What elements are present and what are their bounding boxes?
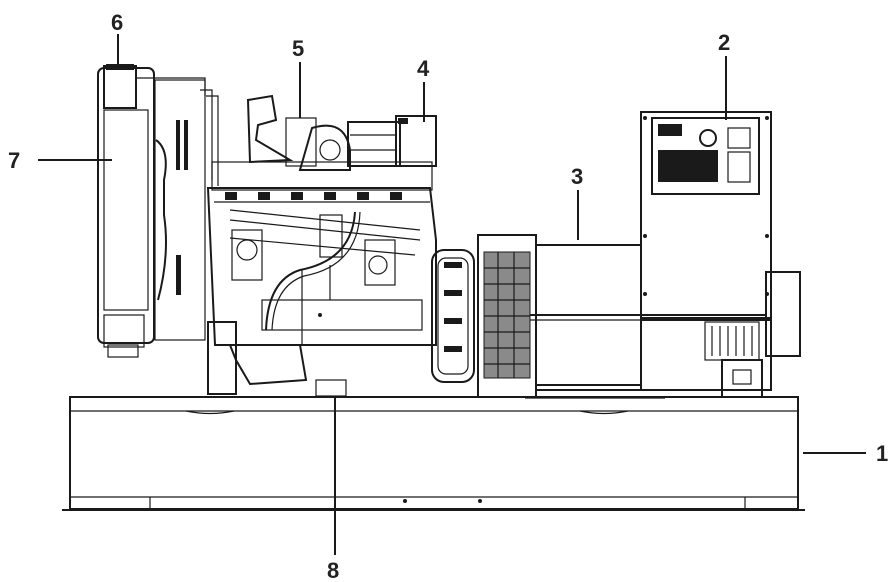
base-frame (62, 396, 805, 511)
engine (206, 94, 437, 397)
alternator (477, 234, 801, 399)
radiator (97, 67, 206, 358)
callout-6: 6 (111, 10, 123, 35)
control-panel (640, 111, 772, 319)
leader-lines (38, 34, 866, 555)
callout-7: 7 (8, 148, 20, 173)
callout-4: 4 (417, 56, 430, 81)
callout-8: 8 (327, 558, 339, 582)
callout-3: 3 (571, 164, 583, 189)
callouts: 1 2 3 4 5 6 7 8 (8, 10, 888, 582)
callout-1: 1 (876, 441, 888, 466)
callout-2: 2 (718, 30, 730, 55)
fan-unit (103, 64, 219, 186)
coupling-housing (431, 249, 475, 383)
callout-5: 5 (292, 36, 304, 61)
